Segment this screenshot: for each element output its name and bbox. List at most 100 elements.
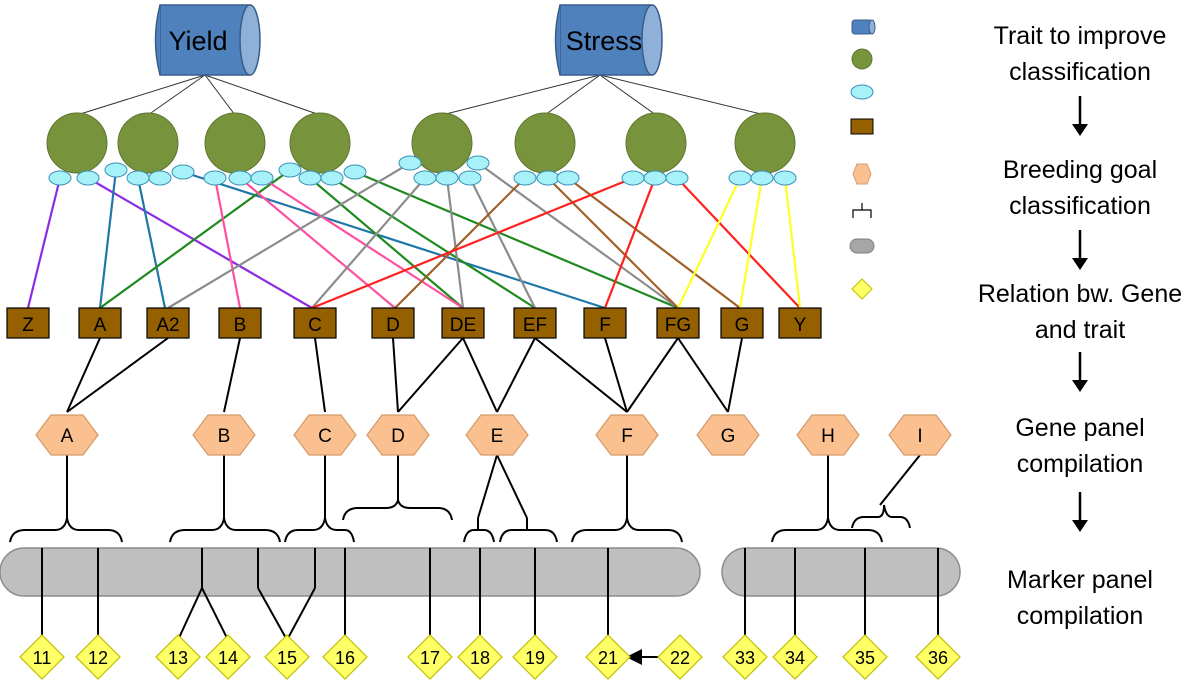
snp-diamond: 14 [205, 634, 251, 680]
marker-label: FG [665, 315, 691, 336]
marker-box: EF [513, 307, 557, 339]
snp-diamond: 21 [585, 634, 631, 680]
legend [849, 19, 876, 300]
rounded-bar-icon [849, 238, 875, 254]
gene-label: C [318, 426, 332, 447]
snp-label: 16 [335, 648, 355, 668]
snp-label: 11 [33, 648, 52, 668]
marker-label: Y [794, 315, 807, 336]
step-breeding-goal: Breeding goal classification [1002, 156, 1158, 220]
step-marker-panel: Marker panel compilation [1007, 566, 1153, 630]
marker-label: C [308, 315, 322, 336]
gene-hexagon: A [35, 414, 99, 456]
gene-label: I [917, 426, 922, 447]
breeding-goal-circle [117, 112, 179, 174]
gene-label: A [61, 426, 74, 447]
cylinder-icon [851, 19, 876, 35]
snp-label: 13 [168, 648, 188, 668]
hexagon-icon [852, 163, 872, 185]
gene-hexagon: I [888, 414, 952, 456]
breeding-goal-circle [734, 112, 796, 174]
marker-box: Z [6, 307, 50, 339]
marker-label: Z [22, 315, 34, 336]
gene-label: G [721, 426, 736, 447]
down-arrow-icon [1072, 96, 1088, 136]
gene-hexagon: D [366, 414, 430, 456]
trait-stress: Stress [554, 4, 663, 76]
snp-diamond: 15 [264, 634, 310, 680]
trait-to-goal-lines [76, 74, 766, 116]
marker-box: G [720, 307, 764, 339]
snp-diamond: 19 [512, 634, 558, 680]
gene-label: D [391, 426, 405, 447]
snp-label: 18 [470, 648, 490, 668]
step-gene-trait-relation: Relation bw. Gene and trait [977, 280, 1183, 344]
oval-icon [850, 84, 874, 100]
marker-label: G [735, 315, 750, 336]
gene-to-bracket-lines [66, 454, 921, 519]
snp-diamond: 11 [19, 634, 65, 680]
snp-label: 34 [785, 648, 805, 668]
marker-box: FG [656, 307, 700, 339]
marker-box: D [371, 307, 415, 339]
marker-box: A [78, 307, 122, 339]
snp-label: 17 [420, 648, 440, 668]
snp-label: 14 [218, 648, 238, 668]
breeding-goal-circle [204, 112, 266, 174]
breeding-goal-circle [514, 112, 576, 174]
snp-label: 36 [928, 648, 948, 668]
gene-label: H [821, 426, 835, 447]
snp-label: 15 [277, 648, 297, 668]
gene-hexagon: H [796, 414, 860, 456]
trait-label: Stress [566, 26, 643, 56]
breeding-goal-circle [289, 112, 351, 174]
snp-diamond: 16 [322, 634, 368, 680]
marker-box: Y [778, 307, 822, 339]
marker-label: DE [450, 315, 476, 336]
chromosome-bar [0, 547, 701, 597]
marker-label: D [386, 315, 400, 336]
gene-label: E [491, 426, 504, 447]
step-gene-panel: Gene panel compilation [1015, 414, 1145, 478]
diamond-icon [851, 278, 873, 300]
marker-label: A [94, 315, 107, 336]
marker-label: B [234, 315, 247, 336]
marker-label: F [599, 315, 611, 336]
down-arrow-icon [1072, 492, 1088, 532]
snp-diamond: 18 [457, 634, 503, 680]
square-icon [850, 118, 874, 135]
marker-box: A2 [146, 307, 190, 339]
gene-hexagon: C [293, 414, 357, 456]
down-arrow-icon [1072, 230, 1088, 270]
snp-label: 19 [525, 648, 545, 668]
marker-to-gene-lines [66, 337, 743, 413]
snp-label: 33 [735, 648, 755, 668]
snp-diamond: 12 [75, 634, 121, 680]
goal-ovals [48, 155, 797, 186]
marker-box: F [583, 307, 627, 339]
gene-hexagon: G [696, 414, 760, 456]
snps: 11 12 13 14 15 16 17 18 19 21 22 33 34 35 36 [19, 634, 961, 680]
snp-label: 12 [88, 648, 108, 668]
gene-hexagon: E [465, 414, 529, 456]
breeding-goal-circle [46, 112, 108, 174]
marker-box: B [218, 307, 262, 339]
gene-label: F [621, 426, 633, 447]
snp-label: 35 [855, 648, 875, 668]
trait-yield: Yield [154, 4, 261, 76]
markers: Z A A2 B C D DE EF F FG G Y [6, 307, 822, 339]
gene-trait-relation-lines [26, 162, 802, 310]
chromosome-bars [0, 547, 961, 597]
brackets [9, 499, 911, 543]
marker-box: DE [441, 307, 485, 339]
bar-to-snp-lines [41, 548, 939, 665]
snp-label: 22 [670, 648, 690, 668]
snp-diamond: 33 [722, 634, 768, 680]
breeding-goal-circle [625, 112, 687, 174]
snp-diamond: 13 [155, 634, 201, 680]
step-trait-classification: Trait to improve classification [993, 22, 1167, 86]
gene-hexagon: B [192, 414, 256, 456]
trait-label: Yield [168, 26, 227, 56]
bracket-icon [852, 203, 872, 218]
